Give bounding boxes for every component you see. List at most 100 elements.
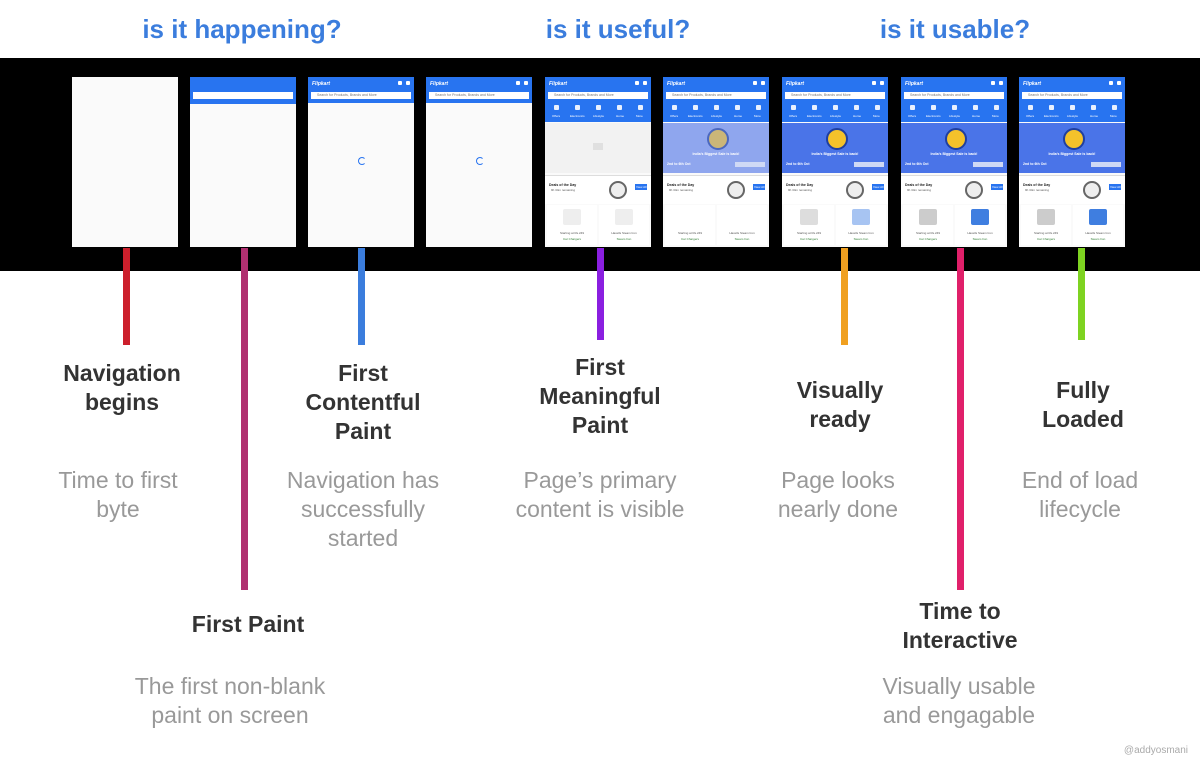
search-placeholder: Search for Products, Brands and More: [672, 93, 732, 97]
steam-iron-image: [1089, 209, 1107, 225]
nav-label: Electronics: [1044, 114, 1059, 118]
product-price: Starting at Rs.249: [1033, 231, 1058, 235]
nav-label: Offers: [789, 114, 798, 118]
billion-days-badge-icon: [826, 128, 848, 150]
home-icon: [973, 105, 978, 110]
nav-label: Offers: [552, 114, 561, 118]
lifestyle-icon: [952, 105, 957, 110]
desc-time-to-interactive: Visually usable and engagable: [882, 673, 1036, 728]
app-logo: Flipkart: [312, 81, 331, 87]
user-icon: [999, 81, 1003, 85]
cart-icon: [516, 81, 520, 85]
search-box: Search for Products, Brands and More: [666, 92, 766, 99]
nav-label: Home: [972, 114, 981, 118]
user-icon: [761, 81, 765, 85]
question-useful: is it useful?: [545, 14, 691, 44]
search-box: Search for Products, Brands and More: [311, 92, 411, 99]
search-box: Search for Products, Brands and More: [429, 92, 529, 99]
view-all-button: View All: [753, 184, 765, 190]
deals-section: Deals of the Day 9h 34m remaining View A…: [663, 175, 769, 204]
deals-title: Deals of the Day: [549, 183, 577, 187]
nav-label: Electronics: [926, 114, 941, 118]
app-logo: Flipkart: [905, 81, 924, 87]
nav-label: Home: [853, 114, 862, 118]
nav-label: Offers: [908, 114, 917, 118]
user-icon: [524, 81, 528, 85]
offers-icon: [791, 105, 796, 110]
search-box: Search for Products, Brands and More: [785, 92, 885, 99]
search-placeholder: Search for Products, Brands and More: [554, 93, 614, 97]
desc-navigation-begins: Time to first byte: [58, 467, 178, 522]
product-name: Steam Iron: [853, 237, 869, 241]
nav-label: More: [754, 114, 761, 118]
label-visually-ready: Visually ready: [796, 377, 884, 432]
banner-text: India's Biggest Sale is back!: [811, 152, 859, 156]
desc-first-meaningful-paint: Page’s primary content is visible: [515, 467, 685, 522]
cart-icon: [635, 81, 639, 85]
app-header: Flipkart Search for Products, Brands and…: [663, 77, 769, 122]
category-nav: Offers Electronics Lifestyle Home More: [1019, 102, 1125, 122]
frame-4-loading: Flipkart Search for Products, Brands and…: [426, 77, 532, 247]
car-charger-image: [800, 209, 818, 225]
nav-label: Home: [616, 114, 625, 118]
home-icon: [854, 105, 859, 110]
deals-title: Deals of the Day: [905, 183, 933, 187]
product-price: Starting at Rs.249: [677, 231, 702, 235]
more-icon: [1112, 105, 1117, 110]
connector-visually-ready: [841, 248, 848, 345]
label-first-paint: First Paint: [191, 611, 305, 637]
lifestyle-icon: [1070, 105, 1075, 110]
offers-icon: [554, 105, 559, 110]
product-image-placeholder: [615, 209, 633, 225]
product-price: Havells Steam Iron: [848, 231, 874, 235]
frame-5-meaningful: Flipkart Search for Products, Brands and…: [545, 77, 651, 247]
lifestyle-icon: [714, 105, 719, 110]
frame-7-visually-ready: Flipkart Search for Products, Brands and…: [782, 77, 888, 247]
car-charger-image: [1037, 209, 1055, 225]
user-icon: [880, 81, 884, 85]
product-card: Starting at Rs.249 Car Chargers: [903, 205, 953, 245]
user-icon: [643, 81, 647, 85]
deals-title: Deals of the Day: [667, 183, 695, 187]
billion-days-badge-icon: [1063, 128, 1085, 150]
image-placeholder-icon: [593, 143, 603, 150]
product-card: Starting at Rs.249 Car Chargers: [547, 205, 597, 245]
deals-section: Deals of the Day 9h 34m remaining View A…: [545, 175, 651, 204]
view-all-button: View All: [872, 184, 884, 190]
user-icon: [406, 81, 410, 85]
loading-spinner-icon: [358, 157, 366, 165]
deals-title: Deals of the Day: [1023, 183, 1051, 187]
more-icon: [994, 105, 999, 110]
banner-dates: 2nd to 6th Oct: [905, 162, 929, 166]
search-box: Search for Products, Brands and More: [1022, 92, 1122, 99]
sponsor-logo: [1091, 162, 1121, 167]
banner-dates: 2nd to 6th Oct: [1023, 162, 1047, 166]
search-placeholder: Search for Products, Brands and More: [910, 93, 970, 97]
frame-1-blank: [72, 77, 178, 247]
nav-label: Lifestyle: [949, 114, 961, 118]
category-nav: Offers Electronics Lifestyle Home More: [901, 102, 1007, 122]
electronics-icon: [575, 105, 580, 110]
question-usable: is it usable?: [879, 14, 1031, 44]
product-name: Steam Iron: [1090, 237, 1106, 241]
cart-icon: [991, 81, 995, 85]
label-fully-loaded: Fully Loaded: [1042, 377, 1124, 432]
sale-banner: India's Biggest Sale is back! 2nd to 6th…: [1019, 123, 1125, 173]
user-icon: [1117, 81, 1121, 85]
lifestyle-icon: [833, 105, 838, 110]
app-header: Flipkart Search for Products, Brands and…: [426, 77, 532, 103]
product-price: Starting at Rs.249: [559, 231, 584, 235]
search-box: Search for Products, Brands and More: [904, 92, 1004, 99]
category-nav: Offers Electronics Lifestyle Home More: [545, 102, 651, 122]
home-icon: [735, 105, 740, 110]
electronics-icon: [931, 105, 936, 110]
deals-timer: 9h 34m remaining: [551, 188, 576, 192]
nav-label: More: [992, 114, 999, 118]
connector-first-contentful-paint: [358, 248, 365, 345]
author-credit: @addyosmani: [1123, 745, 1188, 756]
product-card: Starting at Rs.249 Car Chargers: [1021, 205, 1071, 245]
more-icon: [875, 105, 880, 110]
banner-dates: 2nd to 6th Oct: [667, 162, 691, 166]
search-box: [193, 92, 293, 99]
category-nav: Offers Electronics Lifestyle Home More: [782, 102, 888, 122]
